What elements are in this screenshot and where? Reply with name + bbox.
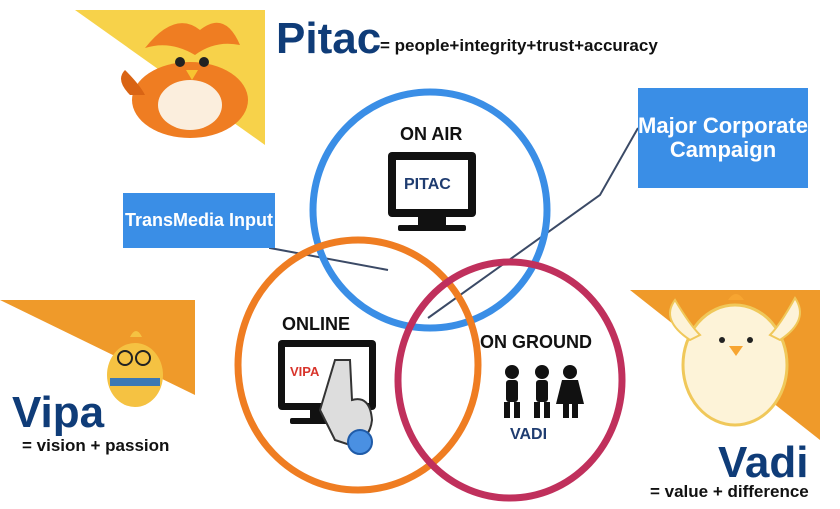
campaign-connector [427, 127, 639, 319]
vipa-definition: = vision + passion [22, 436, 170, 455]
on-air-circle [309, 88, 551, 332]
pitac-definition: = people+integrity+trust+accuracy [380, 36, 658, 55]
tv-monitor-icon [388, 152, 476, 231]
online-circle [234, 236, 482, 494]
people-group-icon [504, 365, 584, 418]
glasses-bird-mascot-icon [107, 331, 163, 407]
vipa-mascot-background [0, 300, 195, 395]
on-ground-label: ON GROUND [480, 332, 592, 352]
transmedia-callout: TransMedia Input [123, 193, 275, 248]
vadi-screen-label: VADI [510, 426, 548, 443]
pitac-title: Pitac [276, 14, 382, 63]
white-bird-mascot-icon [669, 294, 801, 427]
pitac-screen-label: PITAC [404, 176, 451, 193]
orange-bird-mascot-icon [121, 22, 248, 138]
vipa-title: Vipa [12, 388, 105, 437]
vipa-screen-label: VIPA [290, 364, 320, 379]
online-label: ONLINE [282, 314, 351, 334]
major-campaign-callout: Major Corporate Campaign [638, 88, 808, 188]
vadi-title: Vadi [718, 438, 809, 487]
touch-screen-icon [278, 340, 376, 455]
vadi-definition: = value + difference [650, 482, 809, 501]
on-ground-circle [394, 258, 626, 502]
on-air-label: ON AIR [400, 124, 463, 144]
